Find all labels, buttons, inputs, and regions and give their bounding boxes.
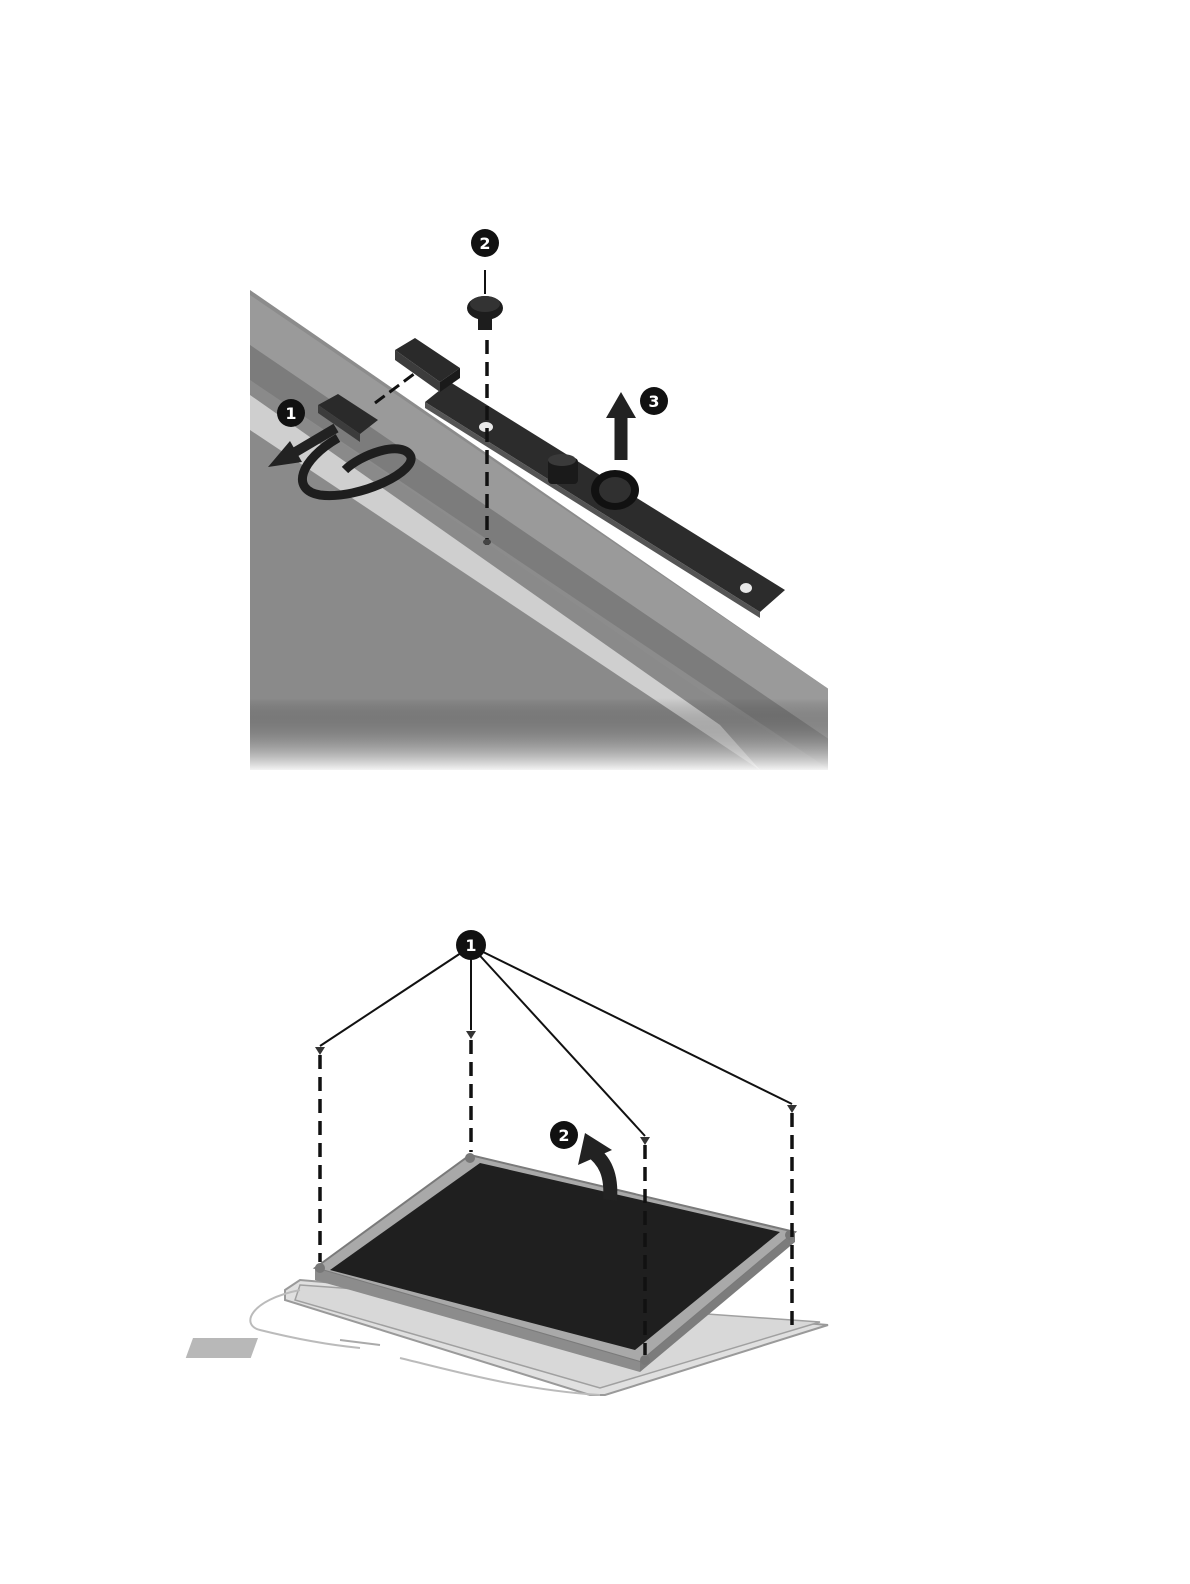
callout-2: 2	[471, 229, 499, 257]
screw-4	[787, 1105, 797, 1113]
display-panel-removal-svg: 1 2	[0, 880, 1190, 1440]
screw-hole-2	[740, 583, 752, 593]
svg-text:2: 2	[479, 234, 490, 253]
svg-text:2: 2	[558, 1126, 569, 1145]
callout-3: 3	[640, 387, 668, 415]
webcam-removal-svg: 1 2 3	[0, 0, 1190, 800]
panel-mount-1	[315, 1263, 325, 1273]
svg-text:1: 1	[285, 404, 296, 423]
panel-mount-3	[640, 1355, 650, 1365]
label-sticker	[186, 1338, 258, 1358]
display-enclosure	[250, 290, 830, 800]
screw-2	[466, 1031, 476, 1039]
callout-1: 1	[277, 399, 305, 427]
webcam-removal-illustration: 1 2 3	[0, 0, 1190, 800]
svg-text:3: 3	[648, 392, 659, 411]
screw-3	[640, 1137, 650, 1145]
callout-2: 2	[550, 1121, 578, 1149]
screw-1	[315, 1047, 325, 1055]
callout-1-leaders	[320, 947, 792, 1136]
panel-mount-2	[465, 1153, 475, 1163]
svg-text:1: 1	[465, 936, 476, 955]
display-panel-removal-illustration: 1 2	[0, 880, 1190, 1440]
callout-1: 1	[456, 930, 486, 960]
